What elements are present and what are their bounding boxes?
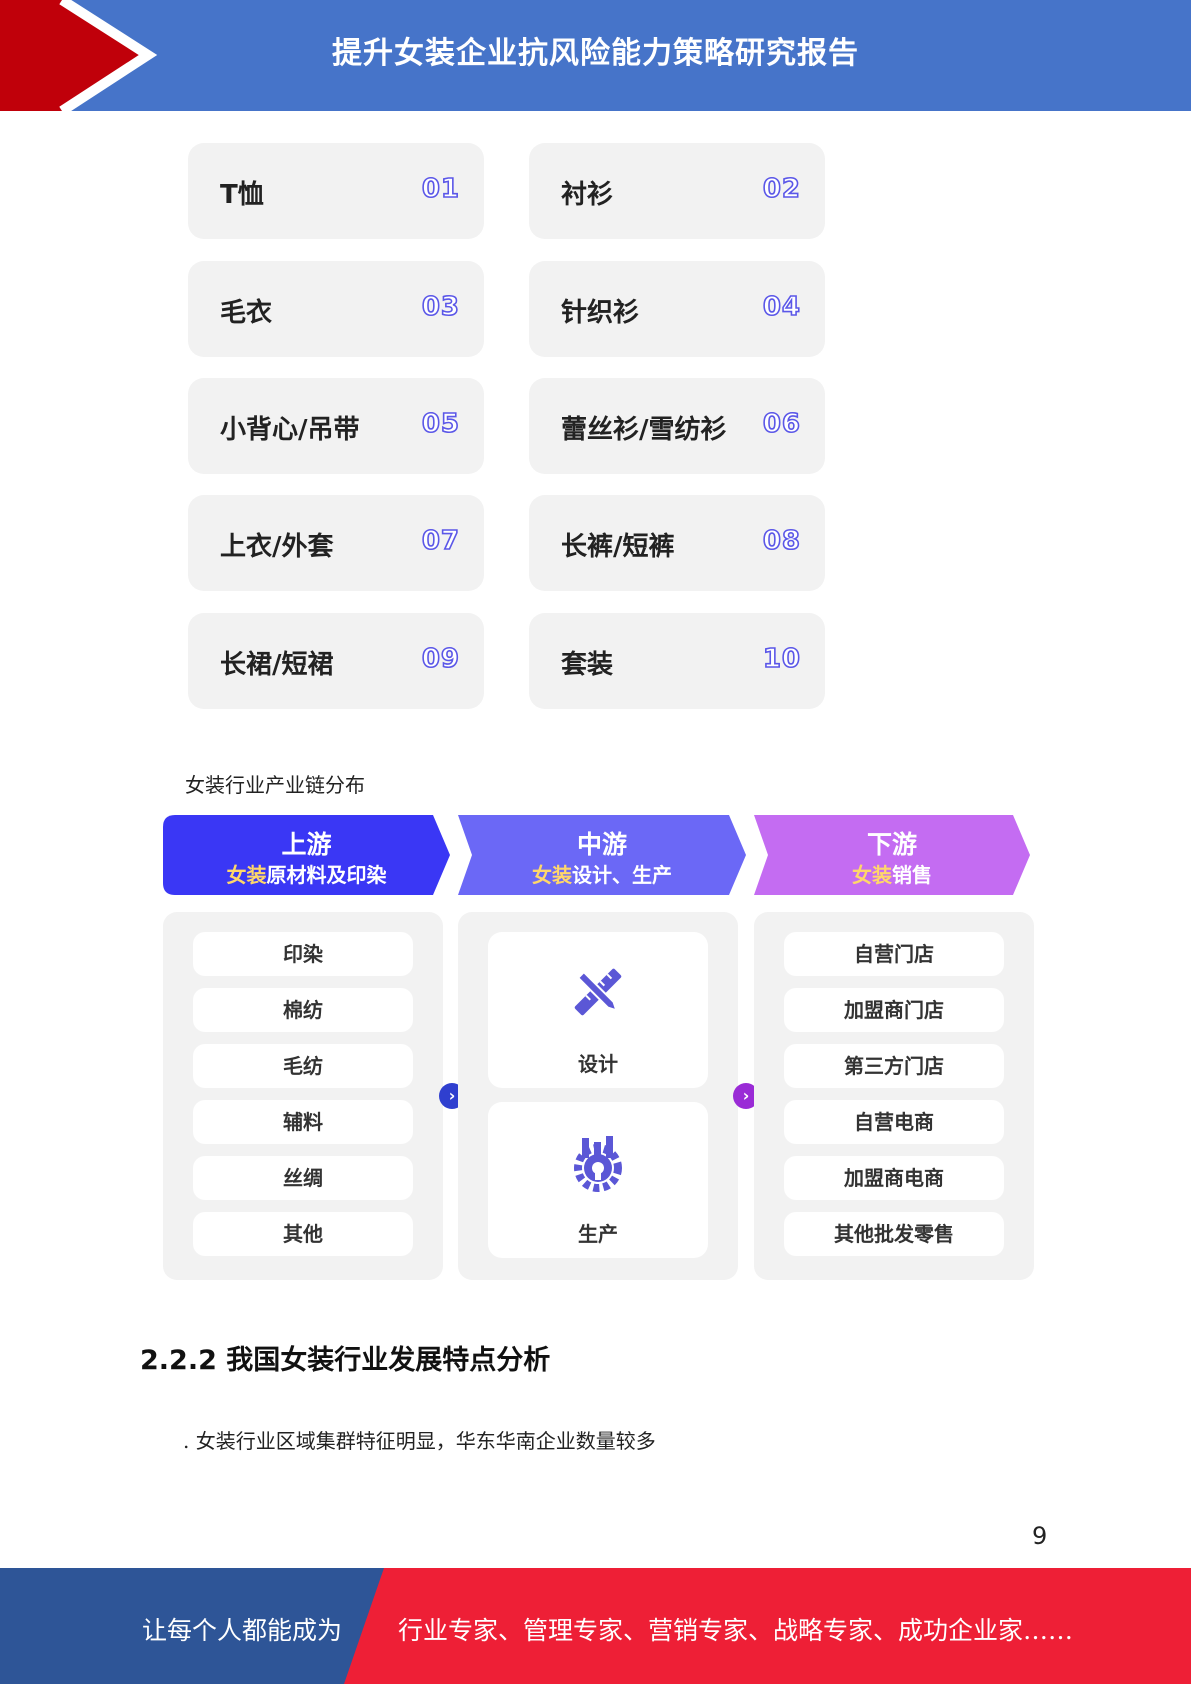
category-name: 衬衫	[561, 180, 614, 210]
footer-slogan-left: 让每个人都能成为	[142, 1616, 343, 1645]
page-header: 提升女装企业抗风险能力策略研究报告	[0, 0, 1191, 111]
upstream-subtitle-text: 原材料及印染	[266, 863, 387, 887]
category-number: 05	[421, 408, 460, 440]
page-number: 9	[1032, 1522, 1048, 1550]
upstream-item: 毛纺	[193, 1044, 413, 1088]
production-box: 生产	[488, 1102, 708, 1258]
upstream-item: 棉纺	[193, 988, 413, 1032]
downstream-title: 下游	[866, 830, 917, 859]
downstream-item: 第三方门店	[784, 1044, 1004, 1088]
category-name: 毛衣	[220, 298, 273, 328]
downstream-subtitle-highlight: 女装	[852, 863, 892, 887]
category-card: 衬衫 02	[529, 143, 825, 239]
header-red-arrow-decoration	[0, 0, 158, 111]
upstream-header: 上游 女装原材料及印染	[163, 815, 450, 895]
category-number: 01	[421, 173, 460, 205]
midstream-header: 中游 女装设计、生产	[458, 815, 746, 895]
downstream-item: 其他批发零售	[784, 1212, 1004, 1256]
category-number: 06	[762, 408, 801, 440]
category-name: 小背心/吊带	[220, 415, 360, 445]
category-name: 长裙/短裙	[220, 650, 334, 680]
category-card: 上衣/外套 07	[188, 495, 484, 591]
midstream-title: 中游	[576, 830, 627, 859]
midstream-subtitle-text: 设计、生产	[572, 863, 672, 887]
category-card: 小背心/吊带 05	[188, 378, 484, 474]
footer-background	[0, 1568, 1191, 1684]
upstream-item: 其他	[193, 1212, 413, 1256]
category-card: 套装 10	[529, 613, 825, 709]
figure-caption: 女装行业产业链分布	[185, 773, 365, 797]
category-name: 针织衫	[561, 298, 640, 328]
category-card: 蕾丝衫/雪纺衫 06	[529, 378, 825, 474]
category-card: 长裙/短裙 09	[188, 613, 484, 709]
downstream-column: 自营门店 加盟商门店 第三方门店 自营电商 加盟商电商 其他批发零售	[754, 912, 1034, 1280]
category-name: 套装	[561, 650, 614, 680]
category-number: 02	[762, 173, 801, 205]
upstream-subtitle-highlight: 女装	[226, 863, 267, 887]
downstream-subtitle-text: 销售	[892, 863, 932, 887]
downstream-item: 自营门店	[784, 932, 1004, 976]
page-footer: 让每个人都能成为 行业专家、管理专家、营销专家、战略专家、成功企业家……	[0, 1568, 1191, 1684]
design-tools-icon	[574, 968, 622, 1016]
downstream-item: 加盟商电商	[784, 1156, 1004, 1200]
downstream-item: 加盟商门店	[784, 988, 1004, 1032]
category-card: T恤 01	[188, 143, 484, 239]
midstream-column: 设计 生产	[458, 912, 738, 1280]
downstream-subtitle: 女装销售	[754, 859, 1030, 888]
category-number: 08	[762, 525, 801, 557]
upstream-item: 辅料	[193, 1100, 413, 1144]
design-label: 设计	[578, 1052, 618, 1076]
category-name: 上衣/外套	[220, 532, 334, 562]
upstream-item: 印染	[193, 932, 413, 976]
upstream-header-shape	[163, 815, 450, 895]
downstream-item: 自营电商	[784, 1100, 1004, 1144]
downstream-header-shape	[754, 815, 1030, 895]
footer-slogan-right: 行业专家、管理专家、营销专家、战略专家、成功企业家……	[398, 1616, 1074, 1645]
category-card: 针织衫 04	[529, 261, 825, 357]
midstream-header-shape	[458, 815, 746, 895]
category-number: 09	[421, 643, 460, 675]
upstream-column: 印染 棉纺 毛纺 辅料 丝绸 其他	[163, 912, 443, 1280]
upstream-subtitle: 女装原材料及印染	[163, 859, 450, 888]
body-paragraph: . 女装行业区域集群特征明显，华东华南企业数量较多	[183, 1429, 656, 1453]
category-number: 04	[762, 291, 801, 323]
report-title: 提升女装企业抗风险能力策略研究报告	[332, 36, 859, 71]
category-name: 蕾丝衫/雪纺衫	[561, 415, 727, 445]
category-card: 毛衣 03	[188, 261, 484, 357]
category-name: T恤	[220, 180, 264, 210]
downstream-header: 下游 女装销售	[754, 815, 1030, 895]
midstream-subtitle-highlight: 女装	[532, 863, 572, 887]
category-card: 长裤/短裤 08	[529, 495, 825, 591]
production-label: 生产	[578, 1222, 618, 1246]
midstream-subtitle: 女装设计、生产	[458, 859, 746, 888]
design-box: 设计	[488, 932, 708, 1088]
upstream-item: 丝绸	[193, 1156, 413, 1200]
upstream-title: 上游	[281, 830, 332, 859]
category-name: 长裤/短裤	[561, 532, 675, 562]
section-heading: 2.2.2 我国女装行业发展特点分析	[140, 1345, 551, 1376]
factory-gear-icon	[574, 1136, 622, 1192]
category-number: 07	[421, 525, 460, 557]
category-number: 10	[762, 643, 801, 675]
category-number: 03	[421, 291, 460, 323]
